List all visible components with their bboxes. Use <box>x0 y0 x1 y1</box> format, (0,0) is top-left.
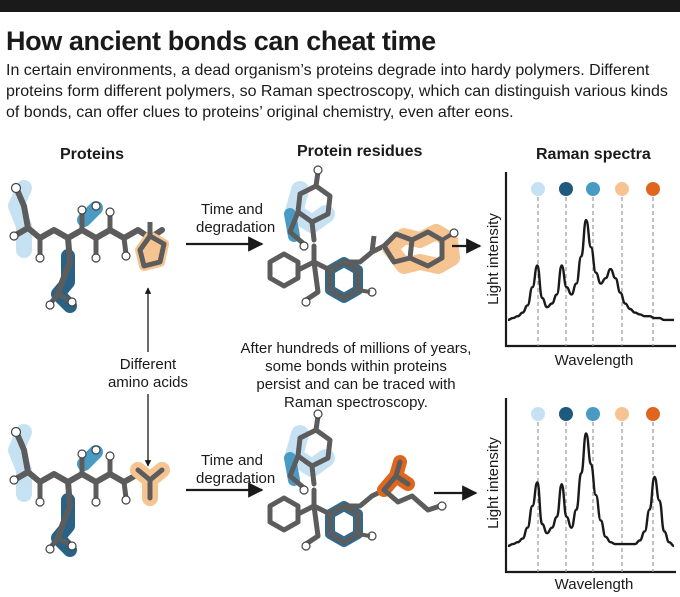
residue-polymer-top <box>270 166 460 306</box>
residue-polymer-bottom <box>270 410 447 550</box>
header-spectra: Raman spectra <box>536 146 651 163</box>
axis-lines <box>504 398 676 574</box>
spectrum-chart-bottom <box>504 398 676 574</box>
amino-acids-label: Different amino acids <box>106 356 190 392</box>
top-rule <box>0 0 680 12</box>
intro-text: In certain environments, a dead organism… <box>6 62 668 121</box>
arrow-label-top: Time and degradation <box>196 201 276 237</box>
marker-dot-dark-orange <box>646 182 660 196</box>
arrow-label-bottom: Time and degradation <box>196 452 276 488</box>
protein-molecule-top <box>10 184 164 310</box>
amino-label-line2: amino acids <box>107 374 189 391</box>
note-line4: Raman spectroscopy. <box>284 394 428 411</box>
protein-molecule-bottom <box>10 428 170 554</box>
header-residues: Protein residues <box>297 143 423 160</box>
page-title: How ancient bonds can cheat time <box>6 26 436 56</box>
note-line1: After hundreds of millions of years, <box>240 340 472 357</box>
spectrum-chart-top <box>504 172 676 348</box>
marker-dot-dark-blue <box>559 407 573 421</box>
spectrum-ylabel-bottom: Light intensity <box>485 437 502 529</box>
arrow-label-bottom-line1: Time and <box>201 452 263 469</box>
spectrum-xlabel-top: Wavelength <box>554 352 634 369</box>
arrow-label-bottom-line2: degradation <box>196 470 276 487</box>
amino-label-line1: Different <box>119 356 177 373</box>
header-proteins: Proteins <box>60 146 125 163</box>
spectrum-xlabel-bottom: Wavelength <box>554 576 634 593</box>
marker-dot-mid-blue <box>586 182 600 196</box>
spectrum-ylabel-top: Light intensity <box>485 213 502 305</box>
marker-dot-light-blue <box>531 407 545 421</box>
marker-dot-mid-blue <box>586 407 600 421</box>
marker-dot-light-blue <box>531 182 545 196</box>
marker-dot-light-orange <box>615 407 629 421</box>
spectrum-line <box>507 218 674 322</box>
arrow-label-top-line2: degradation <box>196 219 276 236</box>
marker-dot-light-orange <box>615 182 629 196</box>
note-line3: persist and can be traced with <box>256 376 456 393</box>
persistence-note: After hundreds of millions of years, som… <box>226 340 486 412</box>
axis-lines <box>504 172 676 348</box>
arrow-label-top-line1: Time and <box>201 201 263 218</box>
note-line2: some bonds within proteins <box>265 358 447 375</box>
marker-dot-dark-orange <box>646 407 660 421</box>
marker-dot-dark-blue <box>559 182 573 196</box>
spectrum-line <box>507 432 675 548</box>
